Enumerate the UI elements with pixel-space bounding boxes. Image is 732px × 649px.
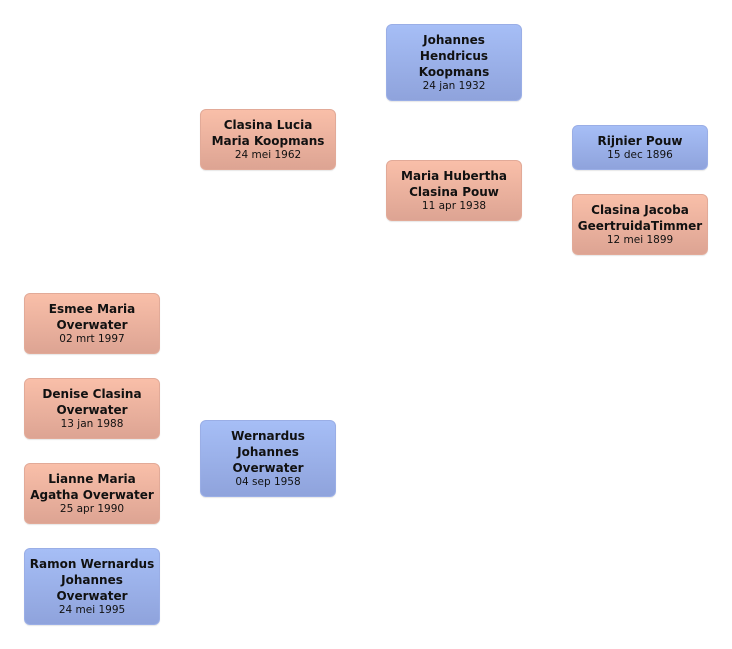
person-card-maria-hubertha-clasina-pouw[interactable]: Maria Hubertha Clasina Pouw 11 apr 1938 [386,160,522,221]
person-birth-date: 12 mei 1899 [606,234,674,246]
person-card-johannes-hendricus-koopmans[interactable]: Johannes Hendricus Koopmans 24 jan 1932 [386,24,522,101]
person-card-denise-clasina-overwater[interactable]: Denise Clasina Overwater 13 jan 1988 [24,378,160,439]
person-card-clasina-lucia-maria-koopmans[interactable]: Clasina Lucia Maria Koopmans 24 mei 1962 [200,109,336,170]
person-name: Clasina Lucia Maria Koopmans [211,118,325,148]
person-card-rijnier-pouw[interactable]: Rijnier Pouw 15 dec 1896 [572,125,708,170]
person-name: Denise Clasina Overwater [42,387,142,417]
person-name: Maria Hubertha Clasina Pouw [401,169,507,199]
person-birth-date: 11 apr 1938 [421,200,487,212]
person-card-ramon-wernardus-johannes-overwater[interactable]: Ramon Wernardus Johannes Overwater 24 me… [24,548,160,625]
person-birth-date: 24 mei 1962 [234,149,302,161]
person-birth-date: 13 jan 1988 [60,418,124,430]
person-card-wernardus-johannes-overwater[interactable]: Wernardus Johannes Overwater 04 sep 1958 [200,420,336,497]
person-name: Esmee Maria Overwater [48,302,136,332]
person-birth-date: 02 mrt 1997 [59,333,125,345]
person-birth-date: 15 dec 1896 [607,149,673,161]
person-card-lianne-maria-agatha-overwater[interactable]: Lianne Maria Agatha Overwater 25 apr 199… [24,463,160,524]
person-name: Clasina Jacoba GeertruidaTimmer [577,203,703,233]
person-name: Lianne Maria Agatha Overwater [30,472,154,502]
person-birth-date: 04 sep 1958 [235,476,301,488]
person-birth-date: 24 jan 1932 [422,80,486,92]
person-name: Johannes Hendricus Koopmans [418,33,490,79]
person-name: Ramon Wernardus Johannes Overwater [29,557,155,603]
person-card-esmee-maria-overwater[interactable]: Esmee Maria Overwater 02 mrt 1997 [24,293,160,354]
person-birth-date: 24 mei 1995 [58,604,126,616]
person-name: Wernardus Johannes Overwater [231,429,305,475]
person-birth-date: 25 apr 1990 [59,503,125,515]
person-card-clasina-jacoba-geertruida-timmer[interactable]: Clasina Jacoba GeertruidaTimmer 12 mei 1… [572,194,708,255]
person-name: Rijnier Pouw [597,134,683,148]
